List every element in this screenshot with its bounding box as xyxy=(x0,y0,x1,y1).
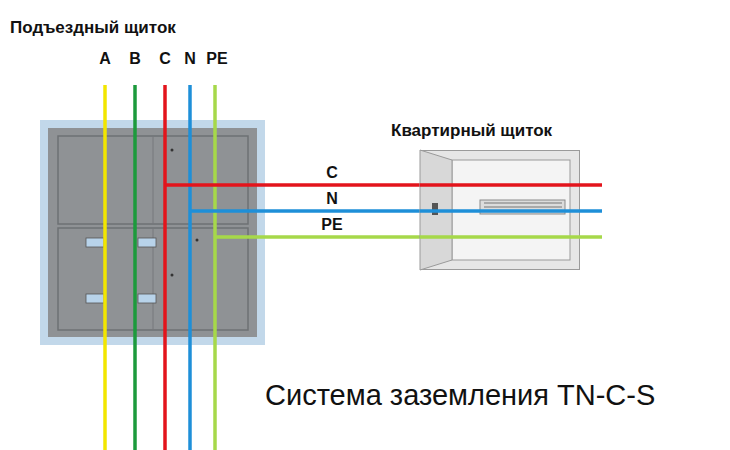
entrance-panel: Подъездный щиток xyxy=(40,120,265,345)
wire-label: N xyxy=(324,190,340,208)
wire-name: N xyxy=(184,50,196,68)
wire-name: C xyxy=(159,50,171,68)
wire-name: B xyxy=(129,50,141,68)
wire-connector xyxy=(265,235,420,239)
wire-label: PE xyxy=(319,216,344,234)
wire-name: A xyxy=(99,50,111,68)
apartment-panel: Квартирный щиток xyxy=(420,150,580,270)
wire-connector xyxy=(265,209,420,213)
wire-name: PE xyxy=(206,50,227,68)
panel-heading: Квартирный щиток xyxy=(391,121,552,141)
wire-label: C xyxy=(324,164,340,182)
panel-heading: Подъездный щиток xyxy=(10,18,176,38)
wire-connector xyxy=(265,183,420,187)
caption: Система заземления TN-C-S xyxy=(265,378,655,412)
